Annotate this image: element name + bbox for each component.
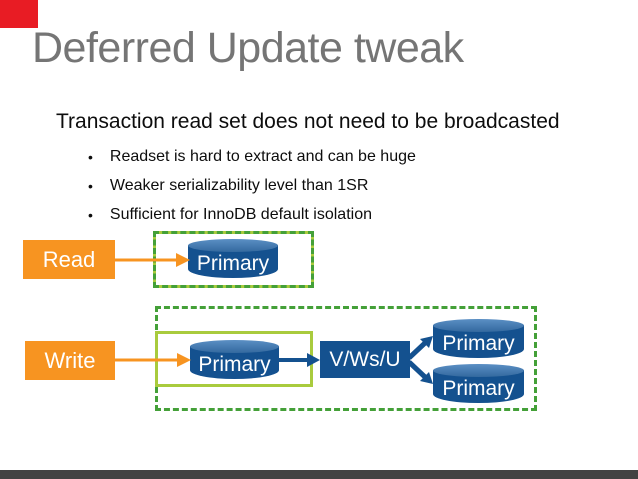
- bullet-text: Weaker serializability level than 1SR: [109, 177, 369, 194]
- bullet-dot-icon: •: [88, 149, 93, 165]
- replica-primary-cylinder-bottom: Primary: [433, 364, 524, 403]
- bullet-list: • Readset is hard to extract and can be …: [88, 147, 416, 234]
- lead-text: Transaction read set does not need to be…: [56, 110, 560, 133]
- footer-bar: [0, 470, 638, 479]
- read-label: Read: [42, 246, 96, 272]
- database-top-icon: [433, 364, 524, 377]
- bullet-item: • Weaker serializability level than 1SR: [88, 176, 416, 196]
- replica-primary-cylinder-top: Primary: [433, 319, 524, 358]
- cylinder-label: Primary: [442, 377, 515, 400]
- cylinder-label: Primary: [196, 252, 270, 275]
- cylinder-label: Primary: [198, 353, 271, 376]
- vwsu-label: V/Ws/U: [329, 347, 401, 371]
- bullet-text: Readset is hard to extract and can be hu…: [109, 148, 416, 165]
- vwsu-box: V/Ws/U: [320, 341, 410, 378]
- bullet-item: • Readset is hard to extract and can be …: [88, 147, 416, 167]
- bullet-text: Sufficient for InnoDB default isolation: [109, 206, 372, 223]
- page-title: Deferred Update tweak: [32, 24, 464, 72]
- cylinder-label: Primary: [442, 332, 515, 355]
- database-top-icon: [188, 239, 278, 252]
- database-top-icon: [190, 340, 279, 353]
- bullet-item: • Sufficient for InnoDB default isolatio…: [88, 205, 416, 225]
- bullet-dot-icon: •: [88, 207, 93, 223]
- database-top-icon: [433, 319, 524, 332]
- read-primary-cylinder: Primary: [188, 239, 278, 278]
- red-corner-bar: [0, 0, 38, 28]
- read-label-box: Read: [23, 240, 115, 279]
- write-primary-cylinder: Primary: [190, 340, 279, 379]
- write-label-box: Write: [25, 341, 115, 380]
- write-label: Write: [44, 347, 96, 373]
- bullet-dot-icon: •: [88, 178, 93, 194]
